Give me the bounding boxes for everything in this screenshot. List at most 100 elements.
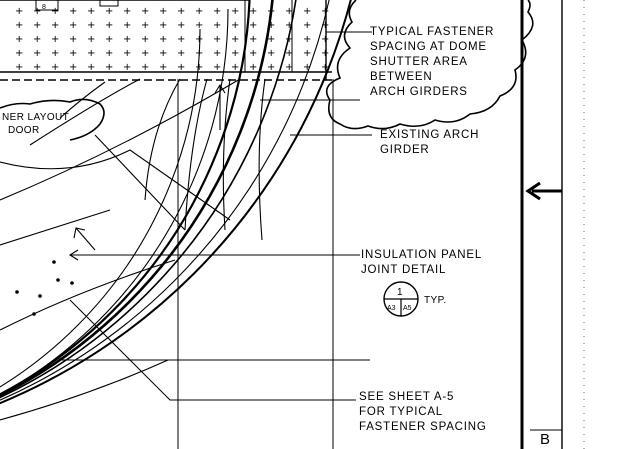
fastener-plus-mark: + <box>105 62 113 73</box>
note-fastener-spacing: TYPICAL FASTENER SPACING AT DOME SHUTTER… <box>370 26 494 98</box>
fastener-plus-mark: + <box>159 34 167 45</box>
note-line: DOOR <box>8 125 40 136</box>
note-line: BETWEEN <box>370 71 432 83</box>
fastener-plus-mark: + <box>87 20 95 31</box>
fastener-plus-mark: + <box>321 6 329 17</box>
fastener-plus-mark: + <box>141 6 149 17</box>
note-line: NER LAYOUT <box>2 112 69 123</box>
fastener-plus-mark: + <box>141 20 149 31</box>
match-arrow-icon <box>525 181 562 201</box>
fastener-plus-mark: + <box>231 62 239 73</box>
note-arch-girder: EXISTING ARCH GIRDER <box>380 129 478 156</box>
fastener-plus-mark: + <box>321 48 329 59</box>
fastener-plus-mark: + <box>267 34 275 45</box>
grid-label: B <box>540 431 551 448</box>
fastener-plus-mark: + <box>321 20 329 31</box>
fastener-plus-mark: + <box>303 20 311 31</box>
detail-callout: 1 A3 A5 TYP. <box>383 281 447 317</box>
fastener-plus-mark: + <box>177 48 185 59</box>
fastener-plus-mark: + <box>303 6 311 17</box>
fastener-plus-mark: + <box>105 34 113 45</box>
fastener-plus-mark: + <box>177 6 185 17</box>
fastener-plus-mark: + <box>285 20 293 31</box>
fastener-plus-mark: + <box>123 62 131 73</box>
fastener-plus-mark: + <box>105 48 113 59</box>
fastener-plus-mark: + <box>321 62 329 73</box>
fastener-plus-mark: + <box>51 20 59 31</box>
fastener-plus-mark: + <box>87 34 95 45</box>
leader-lines <box>60 31 372 449</box>
fastener-plus-mark: + <box>159 62 167 73</box>
leader-arrows <box>68 83 226 261</box>
fastener-plus-mark: + <box>285 34 293 45</box>
fastener-plus-mark: + <box>231 48 239 59</box>
top-label: 8 <box>42 4 46 11</box>
fastener-plus-mark: + <box>177 62 185 73</box>
detail-suffix: TYP. <box>424 295 447 306</box>
fastener-plus-mark: + <box>195 34 203 45</box>
fastener-plus-mark: + <box>123 48 131 59</box>
joint-dots <box>15 260 74 316</box>
fastener-plus-mark: + <box>303 34 311 45</box>
fastener-plus-mark: + <box>195 6 203 17</box>
fastener-plus-mark: + <box>33 6 41 17</box>
fastener-plus-mark: + <box>267 62 275 73</box>
fastener-plus-mark: + <box>15 48 23 59</box>
dome-shutter-panel: + + + + + + + + + + + + + + + + + + + + + + + + + + + + + + + + + + + + + + + +… <box>0 0 332 81</box>
fastener-plus-mark: + <box>159 6 167 17</box>
fastener-plus-mark: + <box>213 62 221 73</box>
fastener-plus-mark: + <box>195 20 203 31</box>
sheet-border <box>520 0 585 449</box>
fastener-plus-mark: + <box>303 62 311 73</box>
fastener-plus-mark: + <box>285 6 293 17</box>
fastener-plus-mark: + <box>141 48 149 59</box>
detail-sheet-right: A5 <box>403 305 412 312</box>
fastener-plus-mark: + <box>213 20 221 31</box>
revision-cloud <box>0 0 534 141</box>
fastener-plus-mark: + <box>249 6 257 17</box>
note-line: FOR TYPICAL <box>359 406 443 418</box>
fastener-plus-mark: + <box>321 34 329 45</box>
fastener-plus-mark: + <box>141 62 149 73</box>
fastener-plus-mark: + <box>159 20 167 31</box>
fastener-plus-mark: + <box>231 20 239 31</box>
fastener-plus-mark: + <box>51 6 59 17</box>
fastener-plus-mark: + <box>249 34 257 45</box>
fastener-plus-mark: + <box>69 6 77 17</box>
note-line: FASTENER SPACING <box>359 421 487 433</box>
fastener-plus-mark: + <box>141 34 149 45</box>
fastener-plus-mark: + <box>159 48 167 59</box>
note-see-sheet: SEE SHEET A-5 FOR TYPICAL FASTENER SPACI… <box>359 391 487 433</box>
dome-arcs <box>0 0 352 405</box>
fastener-plus-mark: + <box>177 20 185 31</box>
detail-sheet-left: A3 <box>387 305 396 312</box>
fastener-plus-mark: + <box>267 48 275 59</box>
fastener-plus-mark: + <box>69 34 77 45</box>
fastener-plus-mark: + <box>87 48 95 59</box>
radial-ribs <box>0 78 266 421</box>
note-line: SHUTTER AREA <box>370 56 468 68</box>
fastener-plus-mark: + <box>69 62 77 73</box>
note-line: SEE SHEET A-5 <box>359 391 454 403</box>
fastener-plus-mark: + <box>51 62 59 73</box>
fastener-plus-mark: + <box>105 20 113 31</box>
fastener-plus-mark: + <box>33 34 41 45</box>
fastener-plus-mark: + <box>213 34 221 45</box>
fastener-plus-mark: + <box>267 20 275 31</box>
fastener-plus-mark: + <box>123 6 131 17</box>
fastener-plus-mark: + <box>15 62 23 73</box>
note-line: TYPICAL FASTENER <box>370 26 494 38</box>
fastener-plus-mark: + <box>87 62 95 73</box>
fastener-plus-mark: + <box>87 6 95 17</box>
fastener-plus-mark: + <box>33 48 41 59</box>
fastener-plus-mark: + <box>195 62 203 73</box>
fastener-plus-mark: + <box>15 6 23 17</box>
fastener-plus-mark: + <box>51 48 59 59</box>
fastener-plus-mark: + <box>231 6 239 17</box>
fastener-plus-mark: + <box>213 6 221 17</box>
fastener-plus-mark: + <box>231 34 239 45</box>
note-line: INSULATION PANEL <box>361 249 482 261</box>
note-line: GIRDER <box>380 144 430 156</box>
fastener-plus-mark: + <box>177 34 185 45</box>
